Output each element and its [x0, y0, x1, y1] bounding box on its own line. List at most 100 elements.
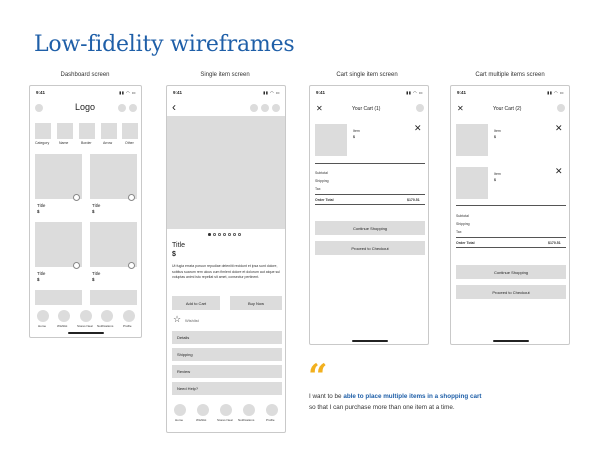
continue-shopping-button[interactable]: Continue Shopping	[456, 265, 566, 279]
carousel-dot[interactable]	[238, 233, 241, 236]
subtotal-label: Subtotal	[315, 171, 328, 175]
nav-profile-icon[interactable]	[266, 404, 278, 416]
product-title: Title	[37, 203, 46, 208]
cart-icon[interactable]	[129, 104, 137, 112]
proceed-to-checkout-button[interactable]: Proceed to Checkout	[456, 285, 566, 299]
nav-notifications-icon[interactable]	[243, 404, 255, 416]
product-price: $	[37, 277, 40, 282]
shipping-section[interactable]: Shipping	[172, 348, 282, 361]
product-image[interactable]	[90, 290, 137, 305]
continue-shopping-button[interactable]: Continue Shopping	[315, 221, 425, 235]
category-tile[interactable]	[122, 123, 138, 139]
remove-item-icon[interactable]: ✕	[555, 166, 563, 176]
wishlist-label[interactable]: Wishlist	[185, 318, 199, 323]
caption-cart-multiple: Cart multiple items screen	[475, 72, 545, 78]
carousel-dot[interactable]	[233, 233, 236, 236]
menu-icon[interactable]	[35, 104, 43, 112]
share-icon[interactable]	[261, 104, 269, 112]
remove-item-icon[interactable]: ✕	[414, 123, 422, 133]
category-tile[interactable]	[79, 123, 95, 139]
caption-single-item: Single item screen	[200, 72, 250, 78]
nav-home-icon[interactable]	[37, 310, 49, 322]
product-price: $	[92, 277, 95, 282]
wishlist-toggle-icon[interactable]	[128, 262, 135, 269]
nav-profile-icon[interactable]	[123, 310, 135, 322]
search-icon[interactable]	[250, 104, 258, 112]
product-hero-image[interactable]	[167, 116, 285, 229]
cart-item-label: Item	[494, 172, 501, 176]
product-description: Ut fugia errata poruun repudiae deleniit…	[172, 264, 280, 279]
carousel-dot[interactable]	[213, 233, 216, 236]
nav-label: Notifications	[238, 418, 255, 422]
quote-highlight: able to place multiple items in a shoppi…	[343, 393, 482, 400]
cart-icon[interactable]	[272, 104, 280, 112]
product-image[interactable]	[90, 222, 137, 267]
add-to-cart-button[interactable]: Add to Cart	[172, 296, 220, 310]
search-icon[interactable]	[118, 104, 126, 112]
user-story-quote: I want to be able to place multiple item…	[309, 391, 559, 413]
shipping-label: Shipping	[315, 179, 329, 183]
nav-stores-icon[interactable]	[80, 310, 92, 322]
product-title: Title	[37, 271, 46, 276]
wishlist-toggle-icon[interactable]	[73, 262, 80, 269]
nav-label: Stores Near	[77, 324, 94, 328]
cart-icon[interactable]	[416, 104, 424, 112]
cart-item-image[interactable]	[315, 124, 347, 156]
carousel-dot[interactable]	[223, 233, 226, 236]
status-time: 9:41	[36, 90, 46, 95]
review-section[interactable]: Review	[172, 365, 282, 378]
divider	[456, 247, 566, 248]
product-image[interactable]	[90, 154, 137, 199]
nav-wishlist-icon[interactable]	[58, 310, 70, 322]
nav-notifications-icon[interactable]	[101, 310, 113, 322]
nav-label: Profile	[266, 418, 275, 422]
caption-dashboard: Dashboard screen	[60, 72, 110, 78]
cart-item-price: $	[494, 178, 496, 182]
product-image[interactable]	[35, 154, 82, 199]
divider	[315, 194, 425, 195]
cart-item-image[interactable]	[456, 167, 488, 199]
category-tile[interactable]	[57, 123, 73, 139]
cart-icon[interactable]	[557, 104, 565, 112]
cart-title: Your Cart (2)	[493, 106, 522, 112]
close-icon[interactable]: ✕	[457, 104, 464, 113]
cart-item-image[interactable]	[456, 124, 488, 156]
home-indicator	[352, 340, 388, 342]
category-tile[interactable]	[101, 123, 117, 139]
details-section[interactable]: Details	[172, 331, 282, 344]
status-icons: ▮▮ ◠ ▭	[547, 90, 564, 95]
cart-item-label: Item	[353, 129, 360, 133]
proceed-to-checkout-button[interactable]: Proceed to Checkout	[315, 241, 425, 255]
carousel-dot[interactable]	[228, 233, 231, 236]
close-icon[interactable]: ✕	[316, 104, 323, 113]
order-total-label: Order Total	[315, 198, 334, 202]
divider	[315, 204, 425, 205]
nav-home-icon[interactable]	[174, 404, 186, 416]
tax-label: Tax	[456, 230, 462, 234]
subtotal-label: Subtotal	[456, 214, 469, 218]
buy-now-button[interactable]: Buy Now	[230, 296, 282, 310]
carousel-dot[interactable]	[208, 233, 211, 236]
star-icon[interactable]: ☆	[173, 314, 182, 324]
product-image[interactable]	[35, 222, 82, 267]
cart-multiple-phone: 9:41 ▮▮ ◠ ▭ ✕ Your Cart (2) Item $ ✕ Ite…	[450, 85, 570, 345]
order-total-value: $170.51	[407, 198, 420, 202]
category-label: Other	[125, 141, 134, 145]
nav-label: Home	[38, 324, 47, 328]
status-icons: ▮▮ ◠ ▭	[119, 90, 136, 95]
status-time: 9:41	[316, 90, 326, 95]
product-image[interactable]	[35, 290, 82, 305]
back-icon[interactable]: ‹	[172, 100, 176, 114]
nav-stores-icon[interactable]	[220, 404, 232, 416]
need-help-section[interactable]: Need Help?	[172, 382, 282, 395]
product-price: $	[37, 209, 40, 214]
carousel-dot[interactable]	[218, 233, 221, 236]
wishlist-toggle-icon[interactable]	[128, 194, 135, 201]
category-tile[interactable]	[35, 123, 51, 139]
nav-wishlist-icon[interactable]	[197, 404, 209, 416]
remove-item-icon[interactable]: ✕	[555, 123, 563, 133]
nav-label: Wishlist	[57, 324, 68, 328]
nav-label: Wishlist	[196, 418, 207, 422]
wishlist-toggle-icon[interactable]	[73, 194, 80, 201]
nav-label: Stores Near	[217, 418, 234, 422]
